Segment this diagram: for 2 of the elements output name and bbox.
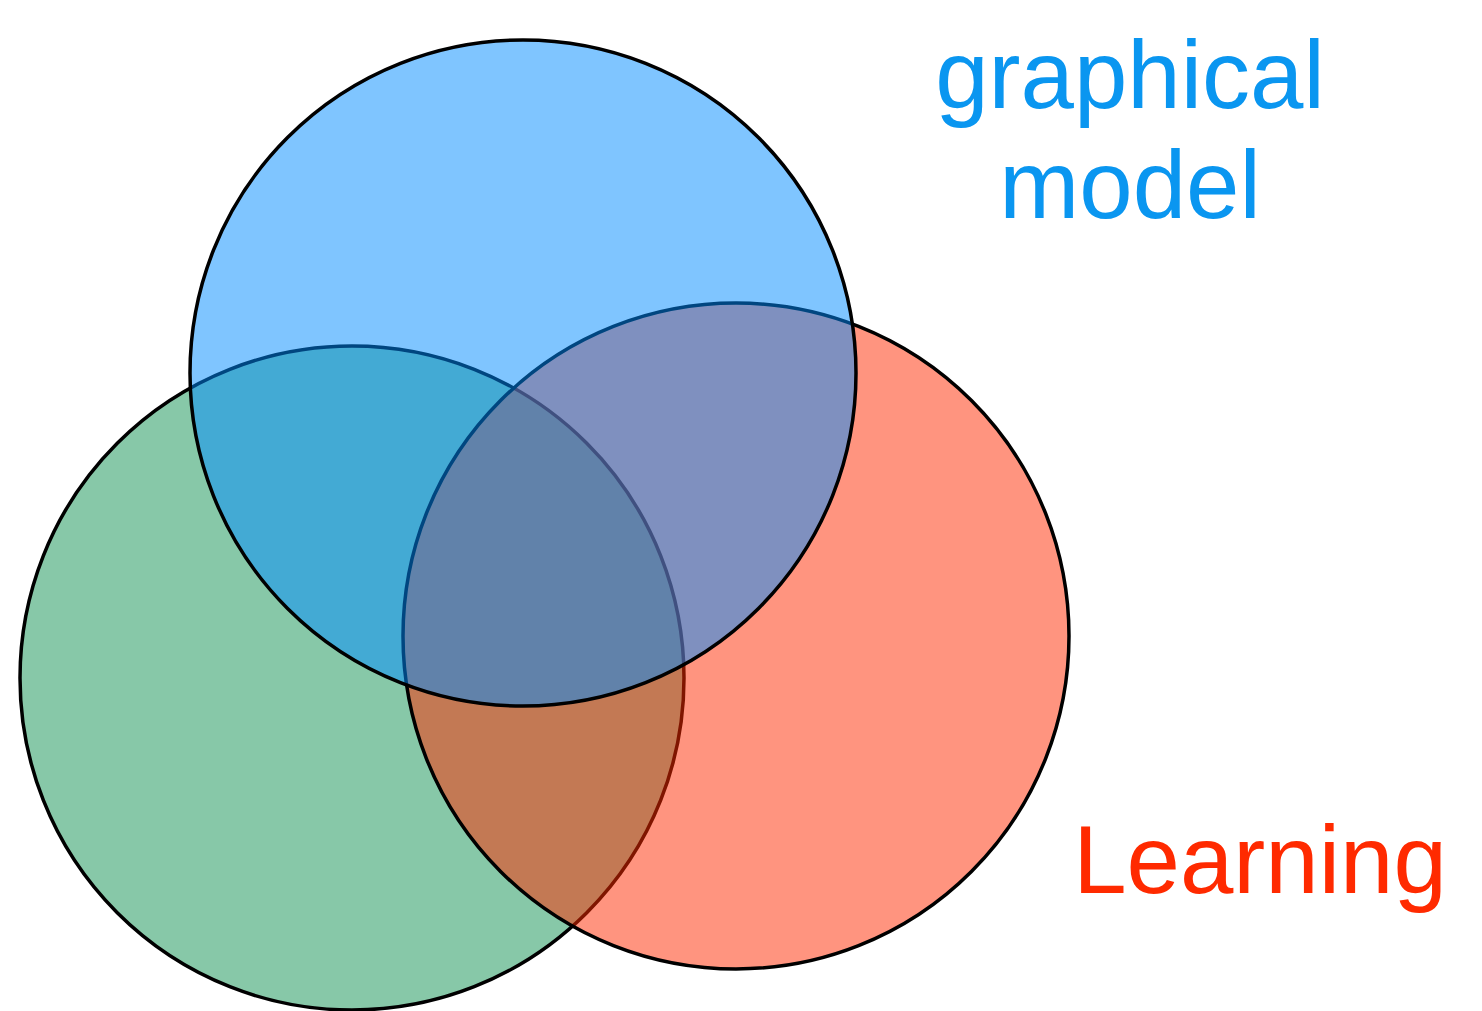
set-label: graphical model (934, 20, 1326, 241)
set-label: Learning (1072, 805, 1448, 915)
